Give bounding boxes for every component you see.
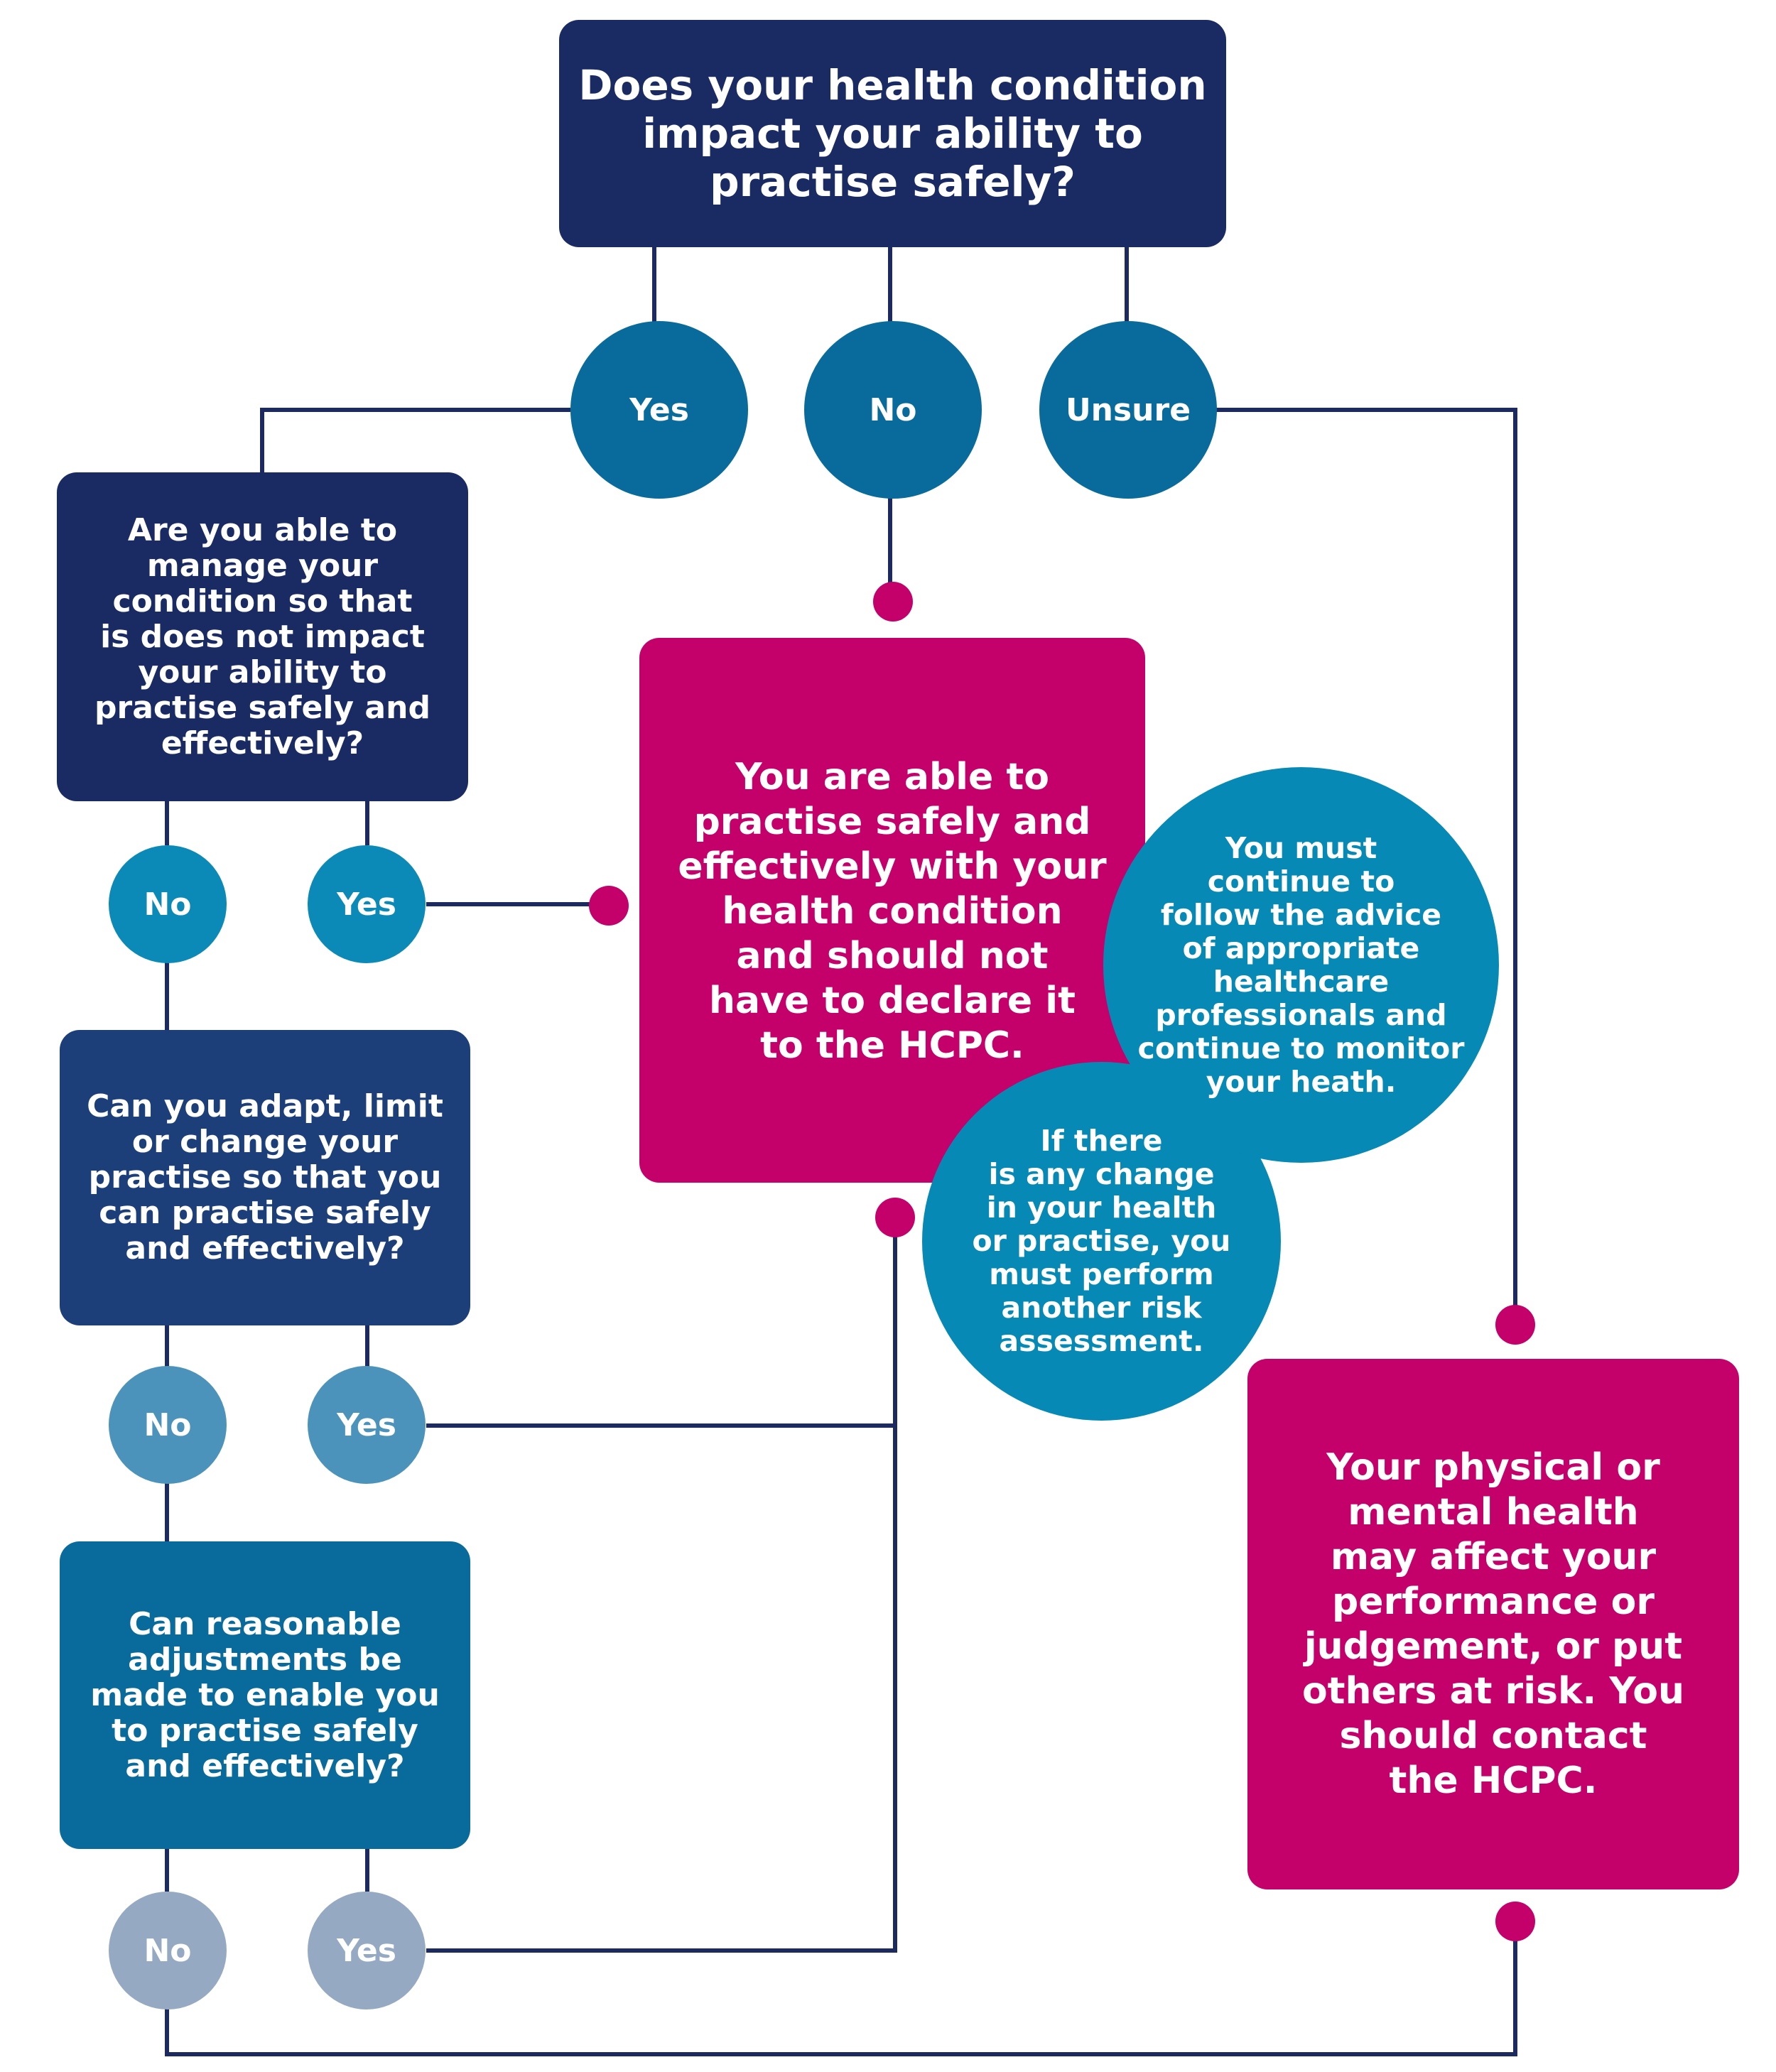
question-adapt-practise-text: Can you adapt, limit or change your prac…	[87, 1088, 443, 1266]
question-reasonable-adjustments-text: Can reasonable adjustments be made to en…	[90, 1605, 440, 1784]
q3-answer-yes-label: Yes	[337, 1932, 396, 1969]
q1-answer-yes-circle: Yes	[308, 845, 426, 963]
answer-no-label: No	[869, 391, 917, 428]
question-manage-condition-text: Are you able to manage your condition so…	[94, 511, 431, 761]
answer-unsure-label: Unsure	[1065, 391, 1191, 428]
connector-q3-no-to-contact	[165, 1921, 1517, 2056]
question-reasonable-adjustments: Can reasonable adjustments be made to en…	[60, 1541, 470, 1849]
connector-unsure-to-contact	[1214, 408, 1517, 1325]
connector-yes-to-manage	[260, 408, 570, 472]
question-adapt-practise: Can you adapt, limit or change your prac…	[60, 1030, 470, 1325]
note-follow-advice-text: You must continue to follow the advice o…	[1137, 830, 1465, 1099]
arrow-dot-unsure-to-contact	[1495, 1305, 1535, 1345]
q3-answer-yes-circle: Yes	[308, 1892, 426, 2009]
outcome-practise-safely: You are able to practise safely and effe…	[639, 638, 1145, 1183]
q2-answer-yes-label: Yes	[337, 1406, 396, 1443]
arrow-dot-q3-no-to-contact	[1495, 1902, 1535, 1941]
connector-q3-yes-to-safe	[426, 1218, 897, 1953]
question-health-impact: Does your health condition impact your a…	[559, 20, 1226, 247]
arrow-dot-q1-yes-to-safe	[589, 886, 629, 926]
question-manage-condition: Are you able to manage your condition so…	[57, 472, 468, 801]
q1-answer-yes-label: Yes	[337, 886, 396, 923]
outcome-contact-hcpc: Your physical or mental health may affec…	[1247, 1359, 1739, 1889]
q1-answer-no-label: No	[144, 886, 192, 923]
q1-answer-no-circle: No	[109, 845, 227, 963]
note-follow-advice-circle: You must continue to follow the advice o…	[1103, 767, 1499, 1163]
answer-unsure-circle: Unsure	[1039, 321, 1217, 499]
q3-answer-no-circle: No	[109, 1892, 227, 2009]
q2-answer-yes-circle: Yes	[308, 1366, 426, 1484]
answer-yes-label: Yes	[629, 391, 689, 428]
answer-no-circle: No	[804, 321, 982, 499]
answer-yes-circle: Yes	[570, 321, 748, 499]
arrow-dot-safe-from-below	[875, 1198, 915, 1237]
q3-answer-no-label: No	[144, 1932, 192, 1969]
note-risk-assessment-text: If there is any change in your health or…	[972, 1124, 1231, 1358]
outcome-practise-safely-text: You are able to practise safely and effe…	[678, 756, 1107, 1067]
q2-answer-no-circle: No	[109, 1366, 227, 1484]
question-health-impact-text: Does your health condition impact your a…	[578, 61, 1207, 206]
outcome-contact-hcpc-text: Your physical or mental health may affec…	[1301, 1445, 1685, 1802]
arrow-dot-no-to-safe	[873, 582, 913, 622]
q2-answer-no-label: No	[144, 1406, 192, 1443]
